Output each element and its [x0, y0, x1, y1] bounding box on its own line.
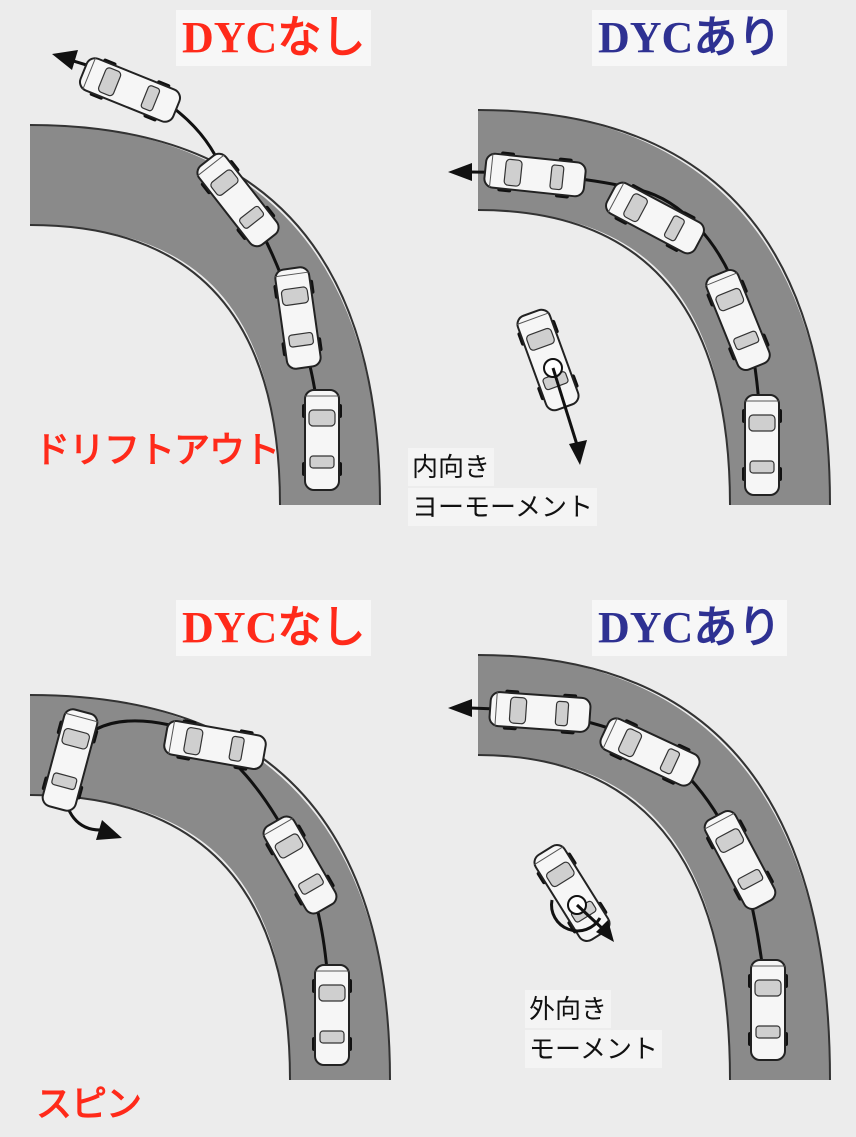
road-edge-inner [29, 794, 291, 1081]
moment-arrow [575, 903, 606, 932]
car [311, 964, 353, 1066]
trajectory-arrowhead [448, 699, 472, 717]
outward-note-line2: モーメント [525, 1030, 662, 1068]
road-edge-inner [477, 209, 731, 506]
moment-arrowhead [596, 920, 614, 942]
bottom-right-panel [448, 654, 831, 1081]
moment-arc [550, 899, 602, 933]
car [301, 389, 343, 491]
bottom-left-panel [29, 694, 391, 1081]
trajectory-arrowhead [52, 50, 78, 70]
road-edge-inner [29, 224, 281, 506]
title-top-right: DYCあり [592, 10, 788, 66]
spin-label: スピン [36, 1083, 142, 1124]
top-right-panel [448, 109, 831, 506]
top-left-panel [29, 50, 381, 506]
road-edge-outer [477, 109, 831, 506]
car [75, 51, 185, 129]
title-bottom-right: DYCあり [592, 600, 788, 656]
outward-note-line1: 外向き [525, 990, 612, 1028]
inward-note-line2: ヨーモーメント [408, 488, 597, 526]
road-edge-outer [477, 654, 831, 1081]
road-edge-inner [477, 754, 731, 1081]
inward-note-line1: 内向き [408, 448, 495, 486]
car [747, 959, 789, 1061]
title-bottom-left: DYCなし [176, 600, 372, 656]
title-top-left: DYCなし [176, 10, 372, 66]
car [741, 394, 783, 496]
car [487, 687, 593, 737]
trajectory-arrowhead [96, 820, 122, 840]
yaw-arrowhead [569, 440, 587, 465]
trajectory-arrowhead [448, 163, 472, 181]
road-edge-outer [29, 124, 381, 506]
yaw-arrow [551, 367, 580, 449]
drift-out-label: ドリフトアウト [34, 429, 280, 470]
road-edge-outer [29, 694, 391, 1081]
